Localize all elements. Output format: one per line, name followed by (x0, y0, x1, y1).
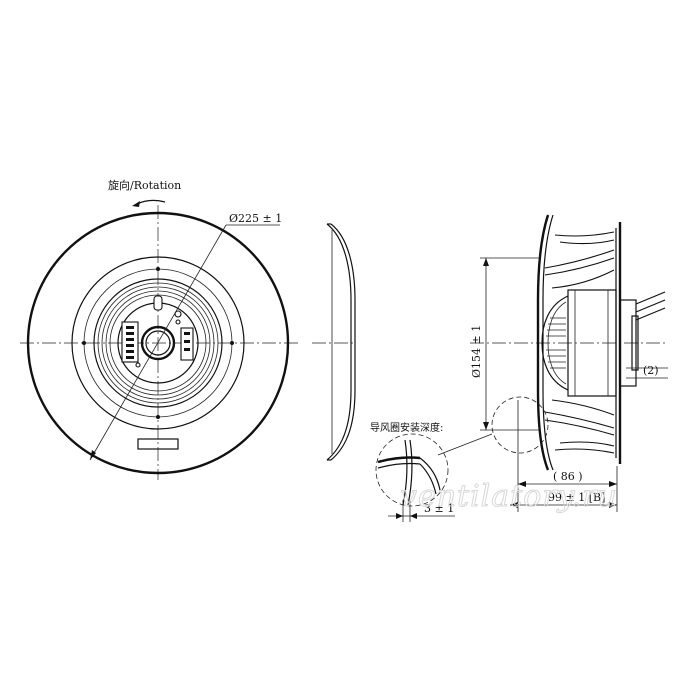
rear-hub-cap (631, 315, 639, 371)
dim-arrowhead (609, 502, 617, 508)
mount-hole-top (156, 267, 160, 271)
blade (559, 239, 615, 245)
motor-ring-1 (93, 278, 223, 408)
detail-blade-curve (419, 457, 441, 491)
terminal-pin (184, 348, 190, 351)
front-shroud-inner (542, 214, 554, 471)
ring-outer-curve (330, 223, 356, 461)
blade (551, 399, 615, 416)
leader-arrowhead (90, 450, 96, 460)
guide-ring-detail: 导风圈安装深度: 3 ± 1 (370, 421, 455, 522)
blade (544, 411, 615, 429)
power-cable (635, 307, 666, 321)
rear-hub (619, 299, 637, 387)
shaft-offset-label: (2) (643, 364, 659, 377)
inlet-ring-profile (312, 223, 356, 461)
motor-ring-5 (109, 294, 207, 392)
terminal-pin (184, 332, 190, 335)
detail-circle (375, 433, 449, 507)
detail-shroud-lip-inner (377, 462, 421, 469)
cable-gland (153, 295, 163, 311)
dim-arrowhead (410, 513, 417, 519)
dim-arrowhead (518, 481, 526, 487)
motor-dome (541, 295, 569, 391)
motor-ring-2 (97, 282, 219, 404)
detail-callout-circle (491, 396, 549, 454)
power-cable (635, 299, 666, 313)
blade (554, 448, 615, 454)
height-label: Ø154 ± 1 (470, 325, 483, 378)
terminal-block-right (180, 327, 194, 361)
inner-depth-label: ( 86 ) (553, 470, 583, 483)
front-shroud (536, 214, 550, 471)
mount-hole-bottom (156, 415, 160, 419)
motor-ring-4 (105, 290, 211, 396)
terminal-pin (126, 332, 134, 335)
detail-ring-edge (402, 439, 408, 506)
motor-ribs (546, 317, 566, 369)
dim-arrowhead (396, 513, 403, 519)
small-boss (135, 362, 141, 368)
rotation-label: 旋向/Rotation (108, 178, 181, 192)
nameplate-rectangle (137, 438, 179, 450)
diameter-leader-line (89, 224, 227, 461)
side-view: Ø154 ± 1 (2) ( 86 ) 99 ± 1 [B] (437, 214, 668, 512)
blade (544, 249, 615, 269)
detail-ring-edge-inner (407, 439, 413, 506)
rotation-arrow-icon (132, 201, 140, 207)
inlet-opening-circle (71, 256, 245, 430)
terminal-pin (126, 350, 134, 353)
blade (544, 419, 615, 436)
small-boss (174, 310, 182, 318)
terminal-pin (184, 340, 190, 343)
dim-arrowhead (483, 422, 489, 430)
dim-arrowhead (483, 258, 489, 266)
detail-shroud-lip (377, 456, 421, 464)
detail-leader-line (437, 433, 493, 456)
diameter-label: Ø225 ± 1 (229, 212, 282, 225)
front-view: Ø225 ± 1 旋向/Rotation (20, 178, 300, 480)
overall-depth-label: 99 ± 1 [B] (548, 491, 605, 504)
terminal-pin (126, 356, 134, 359)
detail-blade-curve-inner (419, 463, 437, 495)
blade (554, 231, 615, 237)
hub-inner-circle (145, 330, 171, 356)
guide-ring-label: 导风圈安装深度: (370, 421, 443, 434)
mount-hole-right (230, 341, 234, 345)
ring-inner-curve (326, 223, 352, 461)
blade (559, 441, 615, 447)
mount-hole-left (82, 341, 86, 345)
outer-shroud-circle (26, 211, 290, 475)
watermark-text: ventilatory.ru (400, 479, 618, 514)
dim-arrowhead (609, 481, 617, 487)
blade (544, 257, 615, 276)
motor-ring-3 (101, 286, 215, 400)
guide-ring-depth-label: 3 ± 1 (424, 502, 454, 515)
blade (551, 269, 615, 289)
terminal-pin (126, 344, 134, 347)
hub-circle (140, 325, 176, 361)
motor-body (567, 289, 617, 397)
motor-dome-inner (547, 301, 567, 385)
rotation-arc (136, 199, 166, 205)
terminal-pin (126, 326, 134, 329)
small-boss (175, 319, 181, 325)
terminal-pin (126, 338, 134, 341)
power-cable (635, 291, 666, 305)
dim-arrowhead (510, 502, 518, 508)
